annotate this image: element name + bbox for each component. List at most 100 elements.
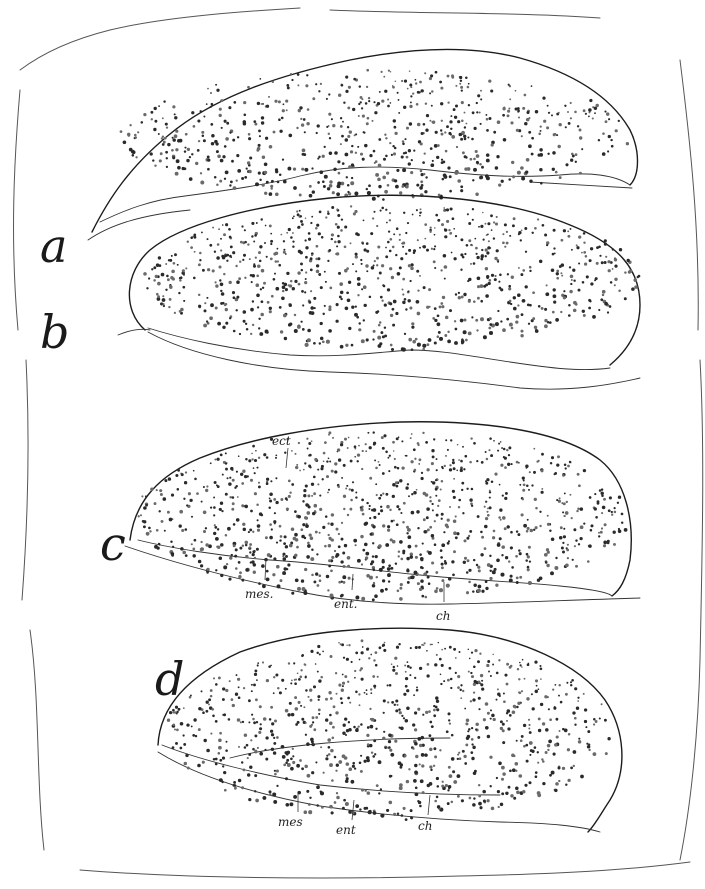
- cell-dot: [604, 719, 607, 722]
- cell-dot: [179, 310, 182, 313]
- cell-dot: [390, 753, 394, 757]
- cell-dot: [327, 260, 329, 262]
- cell-dot: [574, 545, 576, 547]
- cell-dot: [367, 117, 370, 120]
- cell-dot: [243, 254, 246, 257]
- cell-dot: [172, 546, 174, 548]
- cell-dot: [167, 511, 170, 514]
- cell-dot: [277, 584, 281, 588]
- cell-dot: [210, 303, 214, 307]
- cell-dot: [198, 560, 202, 564]
- cell-dot: [478, 680, 481, 683]
- cell-dot: [582, 310, 585, 313]
- cell-dot: [513, 217, 516, 220]
- cell-dot: [189, 499, 192, 502]
- cell-dot: [389, 250, 392, 253]
- cell-dot: [365, 102, 368, 105]
- cell-dot: [305, 524, 309, 528]
- cell-dot: [375, 483, 377, 485]
- cell-dot: [389, 684, 392, 687]
- cell-dot: [407, 88, 409, 90]
- cell-dot: [328, 534, 330, 536]
- cell-dot: [327, 491, 329, 493]
- cell-dot: [485, 587, 488, 590]
- cell-dot: [236, 518, 240, 522]
- cell-dot: [305, 256, 308, 259]
- panel-d-label-ch: ch: [418, 819, 432, 833]
- cell-dot: [328, 489, 330, 491]
- cell-dot: [394, 458, 396, 460]
- cell-dot: [547, 523, 550, 526]
- cell-dot: [449, 190, 452, 193]
- cell-dot: [206, 571, 209, 574]
- cell-dot: [360, 153, 363, 156]
- cell-dot: [242, 544, 244, 546]
- cell-dot: [414, 677, 416, 679]
- cell-dot: [506, 318, 509, 321]
- cell-dot: [495, 166, 498, 169]
- cell-dot: [445, 439, 447, 441]
- cell-dot: [226, 122, 229, 125]
- cell-dot: [259, 260, 262, 263]
- cell-dot: [382, 524, 385, 527]
- cell-dot: [337, 226, 340, 229]
- cell-dot: [207, 268, 210, 271]
- cell-dot: [336, 792, 338, 794]
- cell-dot: [485, 283, 488, 286]
- cell-dot: [478, 226, 480, 228]
- cell-dot: [560, 272, 562, 274]
- cell-dot: [198, 728, 201, 731]
- cell-dot: [255, 182, 259, 186]
- cell-dot: [288, 495, 291, 498]
- cell-dot: [417, 582, 420, 585]
- cell-dot: [254, 557, 256, 559]
- cell-dot: [235, 693, 238, 696]
- cell-dot: [175, 130, 178, 133]
- cell-dot: [217, 485, 220, 488]
- cell-dot: [373, 431, 375, 433]
- cell-dot: [309, 533, 312, 536]
- cell-dot: [330, 523, 333, 526]
- cell-dot: [415, 755, 418, 758]
- cell-dot: [449, 120, 452, 123]
- cell-dot: [346, 176, 348, 178]
- cell-dot: [295, 578, 299, 582]
- cell-dot: [583, 232, 586, 235]
- cell-dot: [559, 536, 563, 540]
- cell-dot: [441, 161, 444, 164]
- cell-dot: [323, 452, 326, 455]
- cell-dot: [567, 748, 570, 751]
- cell-dot: [579, 537, 582, 540]
- cell-dot: [305, 217, 307, 219]
- cell-dot: [415, 545, 418, 548]
- cell-dot: [158, 283, 160, 285]
- cell-dot: [605, 752, 608, 755]
- cell-dot: [412, 747, 414, 749]
- cell-dot: [357, 460, 359, 462]
- cell-dot: [559, 730, 561, 732]
- cell-dot: [366, 338, 369, 341]
- cell-dot: [573, 528, 576, 531]
- cell-dot: [421, 89, 424, 92]
- cell-dot: [272, 81, 274, 83]
- cell-dot: [410, 267, 414, 271]
- cell-dot: [221, 781, 223, 783]
- cell-dot: [407, 222, 409, 224]
- cell-dot: [495, 584, 498, 587]
- cell-dot: [480, 90, 482, 92]
- cell-dot: [496, 155, 499, 158]
- cell-dot: [512, 711, 516, 715]
- cell-dot: [571, 279, 573, 281]
- cell-dot: [525, 251, 527, 253]
- cell-dot: [405, 671, 407, 673]
- cell-dot: [346, 658, 349, 661]
- cell-dot: [225, 322, 228, 325]
- cell-dot: [191, 516, 193, 518]
- cell-dot: [601, 512, 603, 514]
- cell-dot: [579, 129, 582, 132]
- cell-dot: [223, 273, 225, 275]
- cell-dot: [452, 461, 455, 464]
- cell-dot: [570, 117, 572, 119]
- cell-dot: [391, 348, 394, 351]
